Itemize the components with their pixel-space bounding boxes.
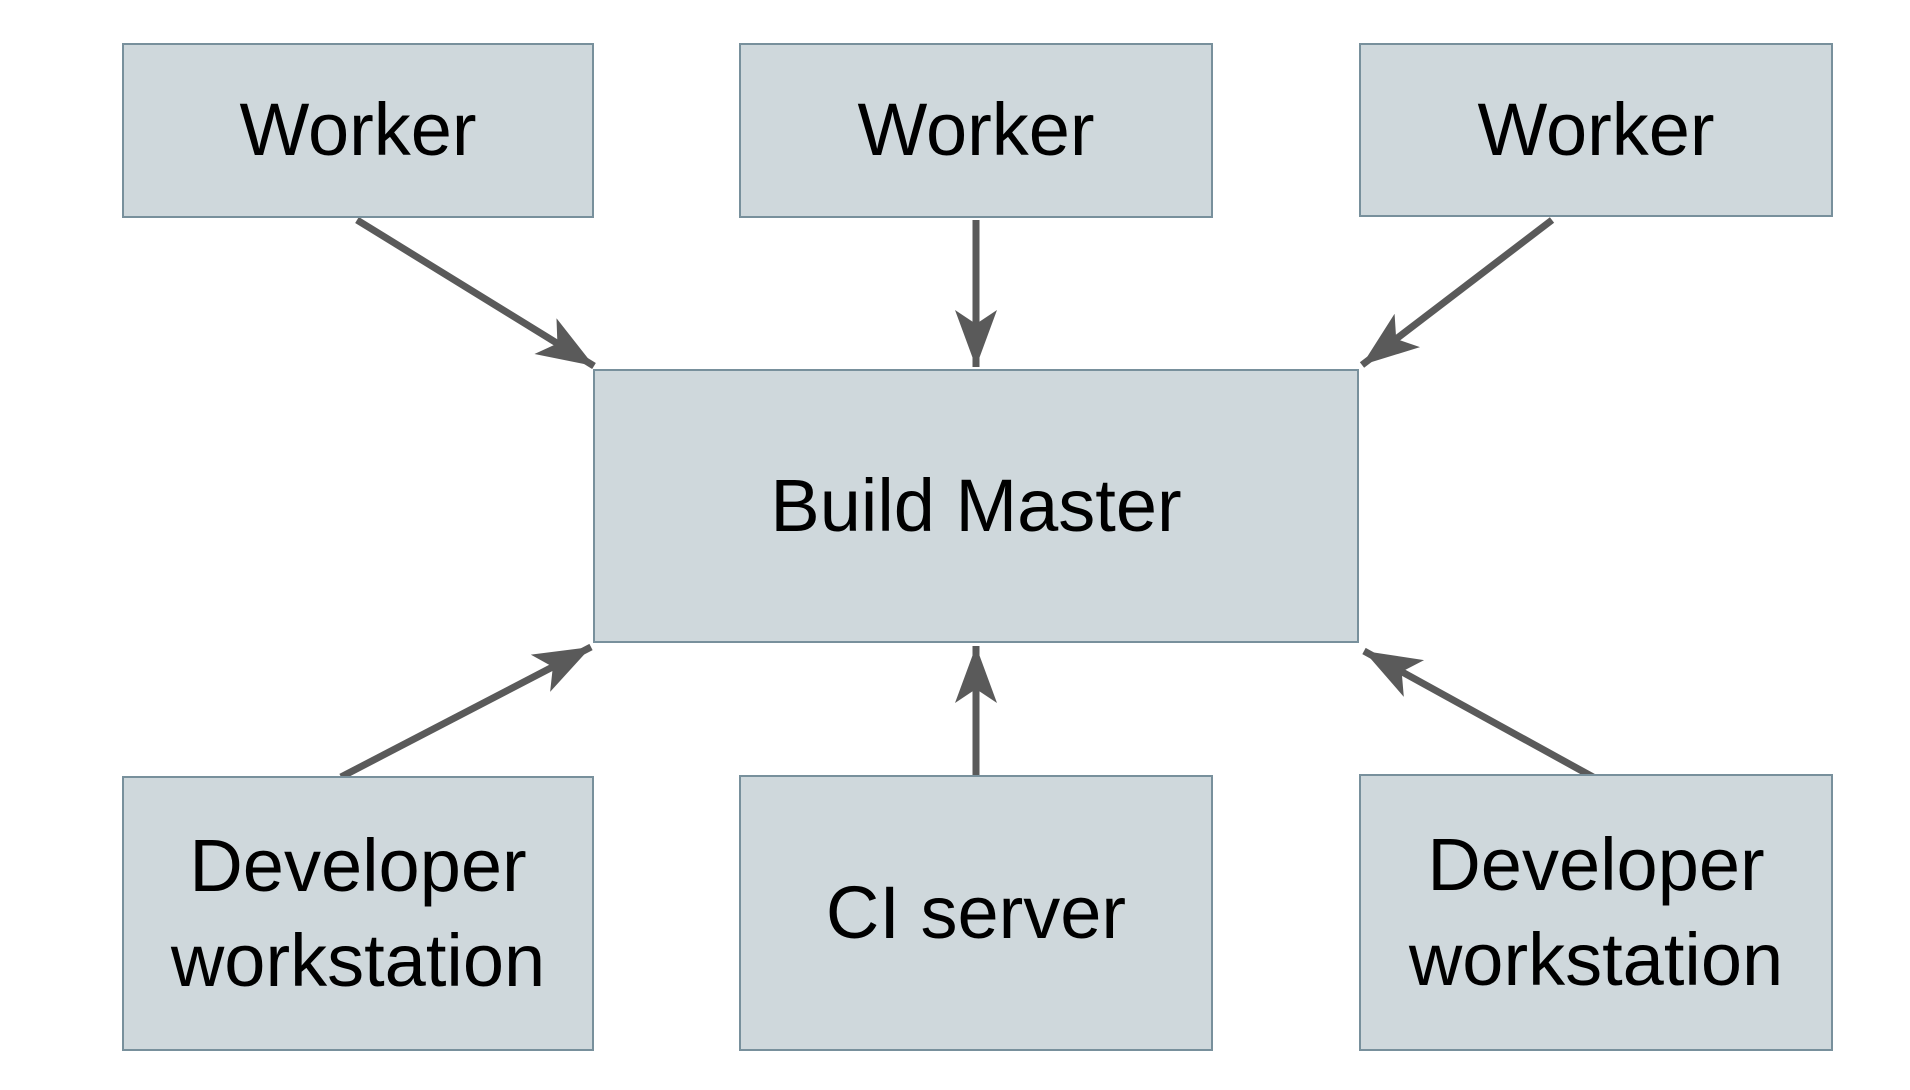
node-dev-workstation-left-label: Developer workstation bbox=[170, 823, 546, 1002]
node-dev-workstation-right-label: Developer workstation bbox=[1408, 822, 1784, 1001]
node-worker-left: Worker bbox=[122, 43, 594, 218]
arrow-worker-left-to-build-master bbox=[355, 217, 596, 369]
node-dev-workstation-left: Developer workstation bbox=[122, 776, 594, 1051]
node-worker-center: Worker bbox=[739, 43, 1213, 218]
arrow-dev-workstation-left-to-build-master bbox=[339, 643, 593, 781]
node-worker-center-label: Worker bbox=[857, 88, 1095, 172]
node-dev-workstation-right: Developer workstation bbox=[1359, 774, 1833, 1051]
node-worker-left-label: Worker bbox=[239, 88, 477, 172]
node-worker-right-label: Worker bbox=[1477, 87, 1715, 171]
node-ci-server: CI server bbox=[739, 775, 1213, 1051]
arrow-worker-right-to-build-master bbox=[1359, 217, 1555, 368]
node-ci-server-label: CI server bbox=[825, 870, 1127, 954]
node-worker-right: Worker bbox=[1359, 43, 1833, 217]
node-build-master-label: Build Master bbox=[770, 463, 1182, 547]
arrow-dev-workstation-right-to-build-master bbox=[1362, 647, 1595, 781]
node-build-master: Build Master bbox=[593, 369, 1359, 643]
